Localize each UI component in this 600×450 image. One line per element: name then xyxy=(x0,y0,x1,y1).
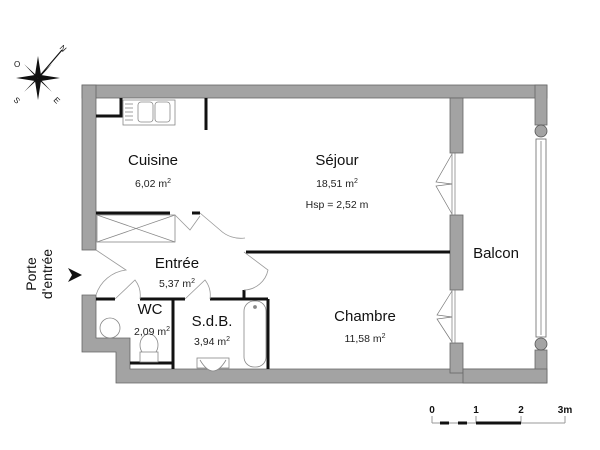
scale-tick-2: 2 xyxy=(518,405,524,416)
room-name-sejour: Séjour xyxy=(315,152,359,169)
bathroom-fixtures xyxy=(196,300,267,372)
entrance-label: Porte d'entrée xyxy=(23,248,55,300)
room-area-cuisine: 6,02 m2 xyxy=(134,178,172,190)
room-name-sdb: S.d.B. xyxy=(191,313,233,330)
room-area-entree: 5,37 m2 xyxy=(158,278,196,290)
scale-tick-1: 1 xyxy=(473,405,479,416)
exterior-walls xyxy=(81,84,548,384)
room-name-cuisine: Cuisine xyxy=(127,152,179,169)
room-name-wc: WC xyxy=(137,301,163,318)
kitchen-sink xyxy=(122,99,176,126)
door-swings xyxy=(95,212,269,300)
room-name-entree: Entrée xyxy=(154,255,200,272)
room-area-chambre: 11,58 m2 xyxy=(344,333,386,345)
balcony-door-sejour xyxy=(435,153,456,215)
wc-fixtures xyxy=(99,317,159,363)
scale-tick-0: 0 xyxy=(429,405,435,416)
room-area-sejour: 18,51 m2 xyxy=(316,178,358,190)
room-name-balcon: Balcon xyxy=(473,245,519,262)
scale-bar xyxy=(431,416,566,425)
room-area-sdb: 3,94 m2 xyxy=(193,336,231,348)
interior-partitions xyxy=(96,98,450,369)
compass-o: O xyxy=(14,60,21,69)
balcony-window xyxy=(534,124,548,351)
compass-rose-icon xyxy=(16,49,63,100)
balcony-door-chambre xyxy=(436,290,456,343)
room-name-chambre: Chambre xyxy=(334,308,396,325)
room-area-wc: 2,09 m2 xyxy=(133,326,171,338)
ceiling-height: Hsp = 2,52 m xyxy=(305,199,369,211)
closet xyxy=(96,214,176,243)
entrance-arrow-icon xyxy=(68,268,82,282)
scale-tick-3: 3m xyxy=(557,405,573,416)
